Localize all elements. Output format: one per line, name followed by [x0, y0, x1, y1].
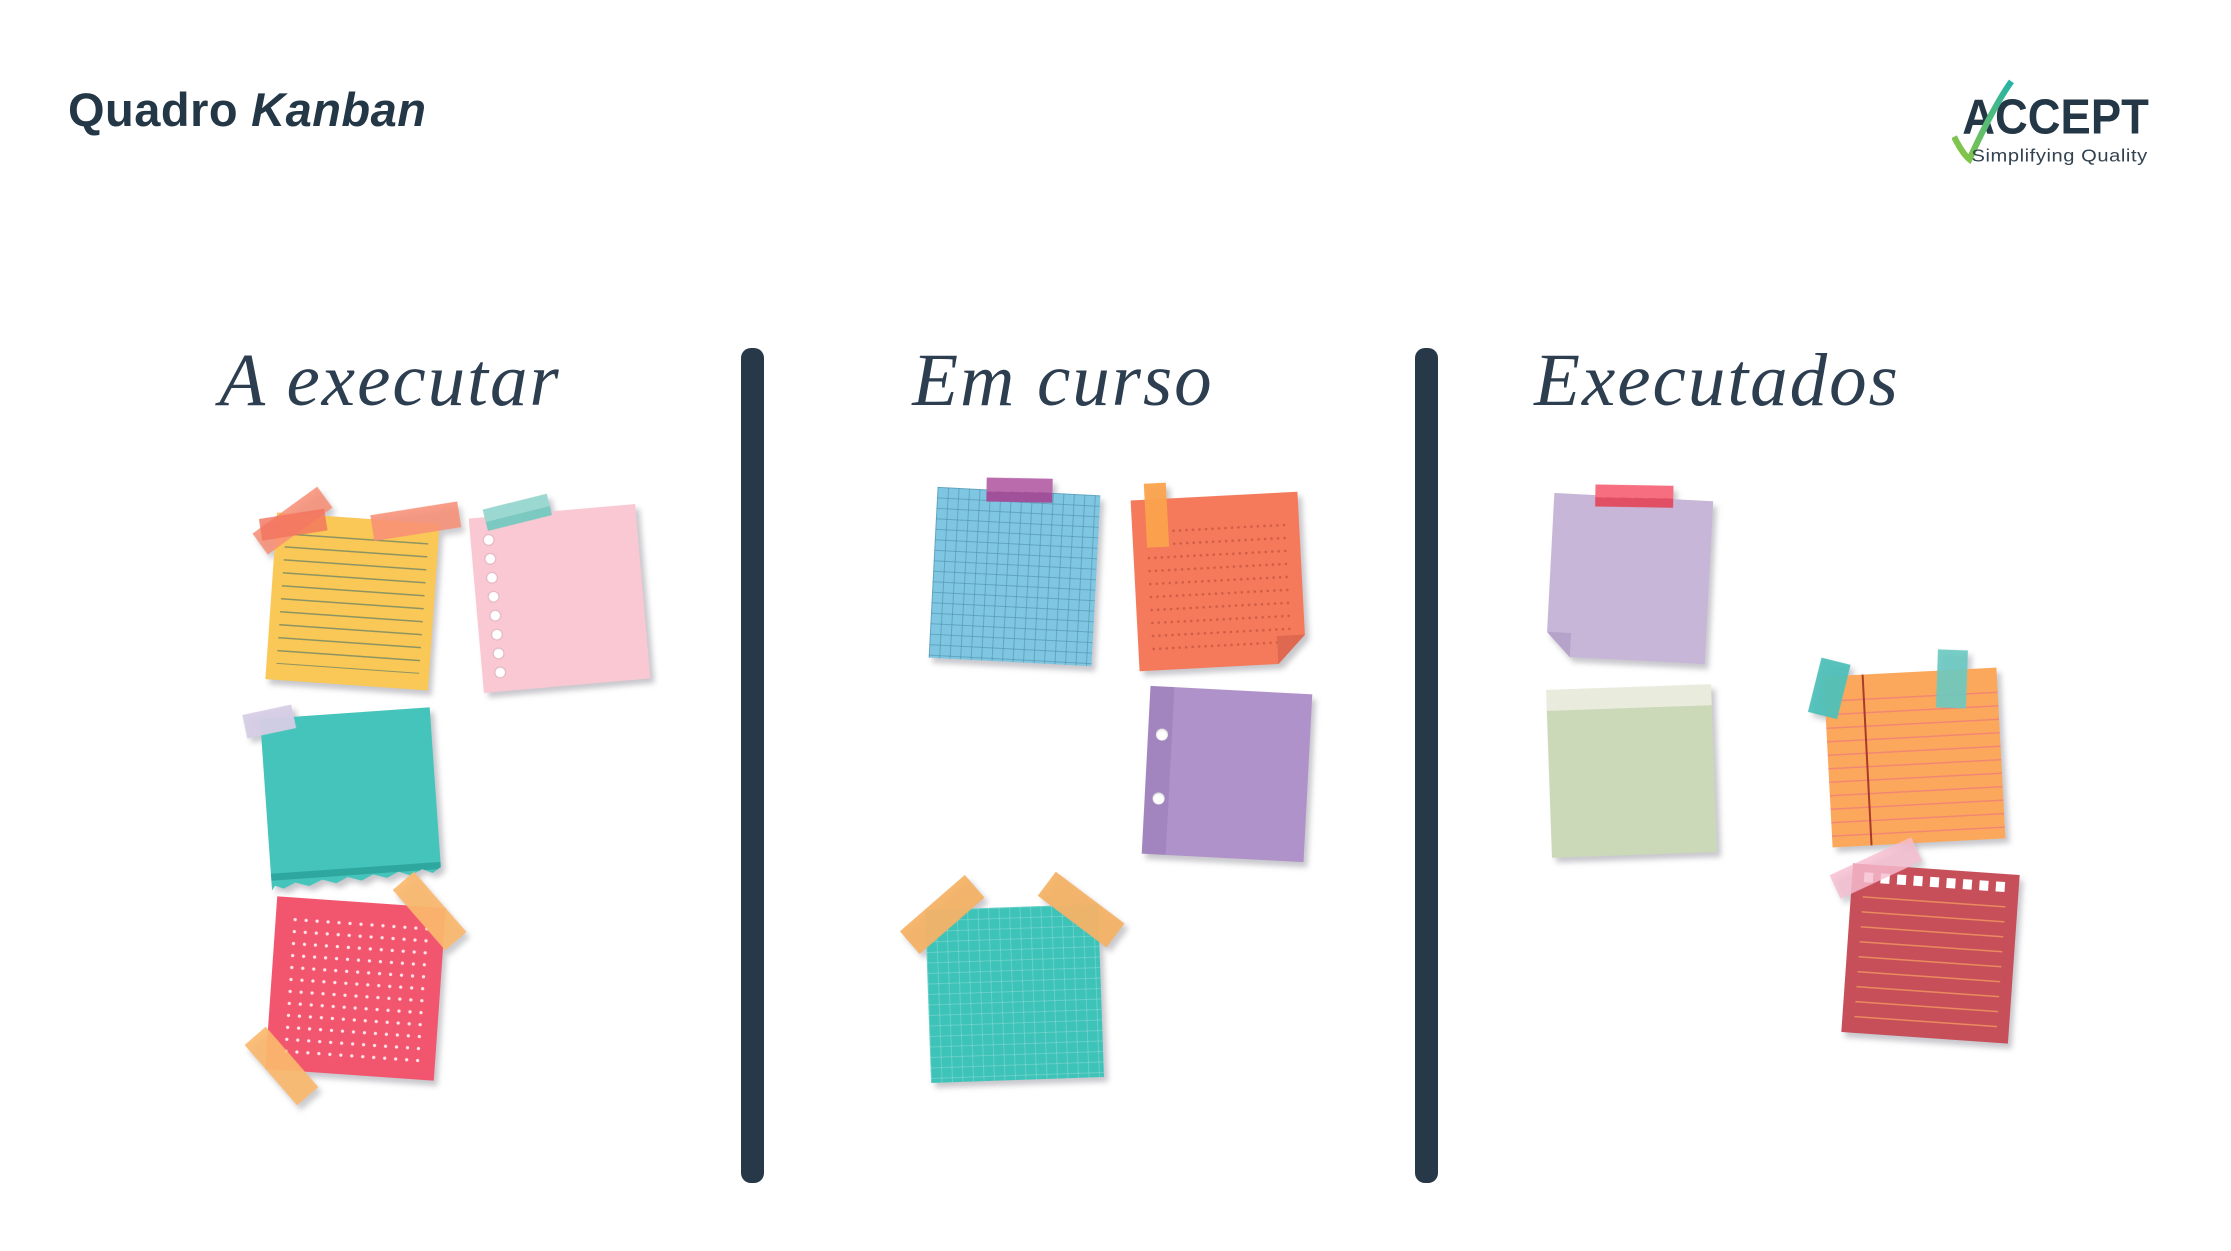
column-header-em-curso: Em curso — [912, 339, 1214, 422]
sticky-note-blue-graph — [928, 477, 1101, 667]
page-title-italic: Kanban — [251, 83, 427, 136]
column-divider-2 — [1415, 348, 1438, 1183]
folded-corner — [1545, 631, 1572, 657]
column-header-a-executar: A executar — [219, 339, 561, 422]
logo-check-icon — [1951, 79, 2014, 165]
sticky-note-rose-dotted — [244, 871, 467, 1106]
folded-corner — [1276, 634, 1307, 664]
note-paper — [1823, 667, 2006, 848]
tape-strip — [1594, 484, 1674, 508]
sticky-note-teal-torn — [242, 704, 442, 894]
note-paper — [265, 896, 446, 1081]
note-paper — [468, 504, 651, 693]
note-paper — [925, 904, 1104, 1083]
note-paper — [1546, 684, 1717, 858]
note-paper — [265, 512, 440, 691]
logo-tagline: Simplifying Quality — [1971, 145, 2147, 165]
sticky-note-coral-dotted-lines — [1131, 482, 1307, 672]
sticky-note-yellow-lined — [252, 486, 462, 691]
sticky-note-red-lined — [1829, 837, 2020, 1044]
accept-logo-graphic: ACCEPT Simplifying Quality — [1951, 79, 2149, 165]
column-divider-1 — [741, 348, 764, 1183]
note-paper — [1141, 685, 1313, 863]
sticky-note-purple-margin — [1141, 685, 1313, 863]
note-paper — [1841, 863, 2020, 1044]
note-paper — [928, 486, 1101, 667]
sticky-note-pink-punched — [468, 493, 651, 693]
note-paper — [1546, 493, 1713, 664]
page-title-plain: Quadro — [68, 83, 239, 136]
accept-logo: ACCEPT Simplifying Quality — [1951, 74, 2157, 179]
sticky-note-lavender — [1545, 484, 1713, 664]
tape-strip — [1935, 649, 1968, 709]
column-header-executados: Executados — [1534, 339, 1900, 422]
tape-strip — [985, 477, 1053, 503]
sticky-note-teal-graph — [899, 871, 1125, 1083]
note-paper — [260, 707, 442, 894]
sticky-note-green — [1546, 684, 1717, 858]
tape-strip — [1143, 482, 1170, 548]
sticky-note-orange-ruled — [1807, 649, 2006, 848]
